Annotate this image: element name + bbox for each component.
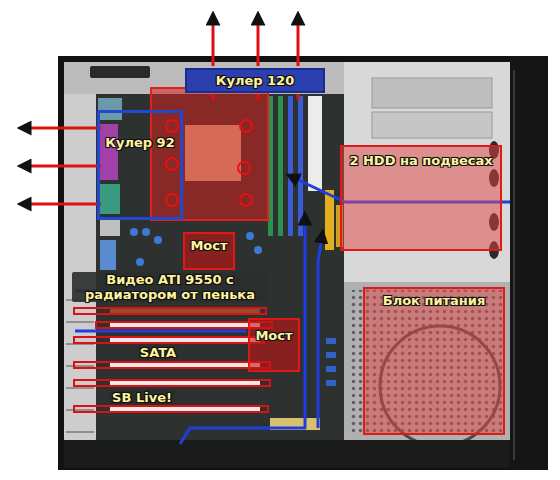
parallel-port (100, 124, 118, 180)
usb-port (100, 218, 120, 236)
chip-box: Мост (183, 232, 235, 270)
agp-slot (110, 309, 260, 313)
node-text: 2 HDD на подвесах (349, 153, 492, 168)
capacitor (246, 232, 254, 240)
atx-connector (308, 96, 322, 191)
mount-hole (238, 162, 250, 174)
drive-bay (372, 78, 492, 108)
sata-port (326, 366, 336, 372)
airflow-arrow (24, 203, 101, 206)
fan-box: Кулер 120 (185, 68, 325, 93)
sata-port (326, 352, 336, 358)
mount-hole (240, 120, 252, 132)
card-outline (74, 362, 270, 368)
pci-slot (110, 338, 260, 342)
slot-cover (66, 431, 94, 433)
airflow-line (75, 330, 246, 333)
slot-cover (66, 321, 94, 323)
case-edge (513, 70, 515, 460)
node-text: Блок питания (383, 293, 486, 308)
psu-body (344, 282, 510, 442)
card-outline (74, 337, 264, 343)
slot-cover (66, 365, 94, 367)
airflow-arrow (257, 18, 260, 66)
fan-outline: Кулер 92 (97, 110, 183, 220)
card-outlines (74, 308, 272, 412)
card-label: SB Live! (109, 390, 175, 405)
airflow-arrow (318, 236, 322, 428)
case-top-wall (64, 62, 344, 94)
pci-slot (110, 381, 260, 385)
airflow-arrow (212, 18, 215, 66)
io-port (98, 98, 122, 120)
airflow-arrow (24, 127, 101, 130)
mount-hole (166, 194, 178, 206)
node-text: Кулер 120 (216, 73, 294, 88)
slot-cover (66, 387, 94, 389)
rear-panel (64, 94, 96, 442)
mount-hole (166, 158, 178, 170)
case-bracket (90, 66, 150, 78)
card-outline (96, 322, 272, 328)
ram-slot (298, 96, 303, 236)
sata-ports (326, 338, 336, 386)
case-bottom (64, 440, 510, 468)
psu-area: Блок питания (363, 287, 505, 435)
slot-label: SATA (137, 345, 179, 360)
card-outline (74, 406, 268, 412)
capacitor (142, 228, 150, 236)
io-port (100, 184, 120, 214)
capacitor (154, 236, 162, 244)
node-text: Мост (190, 238, 227, 253)
audio-jack (100, 240, 116, 270)
card-outline (74, 380, 270, 386)
airflow-line (257, 94, 260, 100)
case-side (510, 56, 548, 470)
card-outline (74, 308, 266, 314)
node-text: Мост (255, 328, 292, 343)
sata-port (326, 338, 336, 344)
pci-slot (110, 363, 260, 367)
mount-hole (166, 120, 178, 132)
ide-connector (325, 190, 334, 250)
hdd-area: 2 HDD на подвесах (340, 145, 502, 251)
cpu-cooler-area (151, 88, 268, 220)
chip-box: Мост (248, 318, 300, 372)
drive-bay (372, 112, 492, 138)
capacitor (136, 258, 144, 266)
capacitor (130, 228, 138, 236)
card-label: Видео ATI 9550 с радиатором от пенька (72, 272, 268, 302)
mount-holes (166, 120, 252, 206)
ram-slot (288, 96, 293, 236)
sata-port (326, 380, 336, 386)
pci-slot (110, 323, 260, 327)
expansion-slots (110, 309, 260, 411)
ram-slot (278, 96, 283, 236)
airflow-line (297, 94, 300, 100)
capacitor (254, 246, 262, 254)
node-text: Кулер 92 (105, 135, 174, 150)
case-interior (64, 62, 510, 442)
slot-cover (66, 409, 94, 411)
pci-slot (110, 407, 260, 411)
airflow-arrow (24, 165, 101, 168)
mount-hole (240, 194, 252, 206)
case-frame (58, 56, 548, 470)
airflow-arrow (297, 18, 300, 66)
airflow-line (212, 94, 215, 100)
